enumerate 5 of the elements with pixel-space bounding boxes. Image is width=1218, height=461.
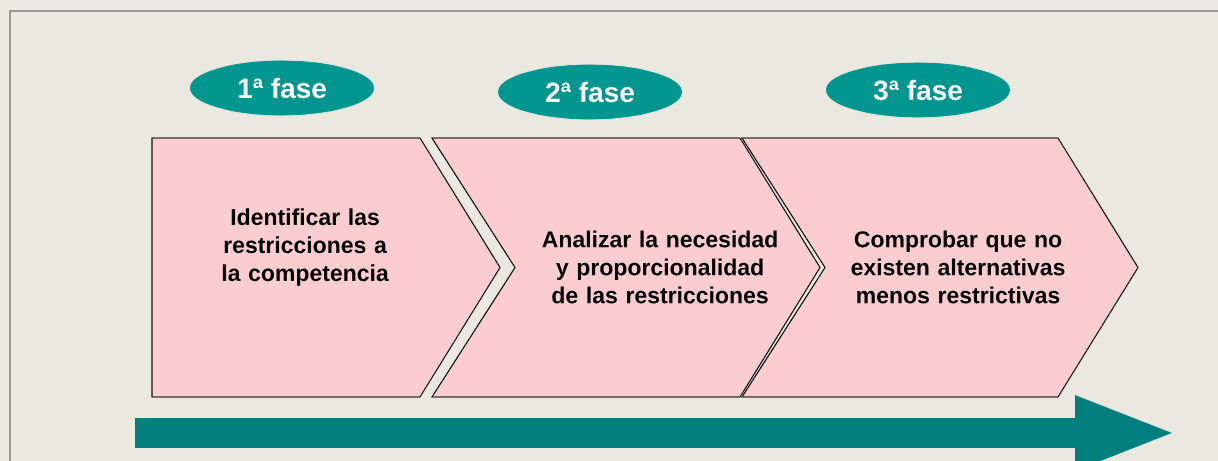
chevron-box: Analizar la necesidad y proporcionalidad de las restricciones [430,137,821,398]
chevron-box: Identificar las restricciones a la competencia [151,137,501,398]
phase-oval: 3ª fase [825,61,1011,119]
phase-oval: 1ª fase [189,59,375,117]
phase-oval: 2ª fase [497,63,683,121]
